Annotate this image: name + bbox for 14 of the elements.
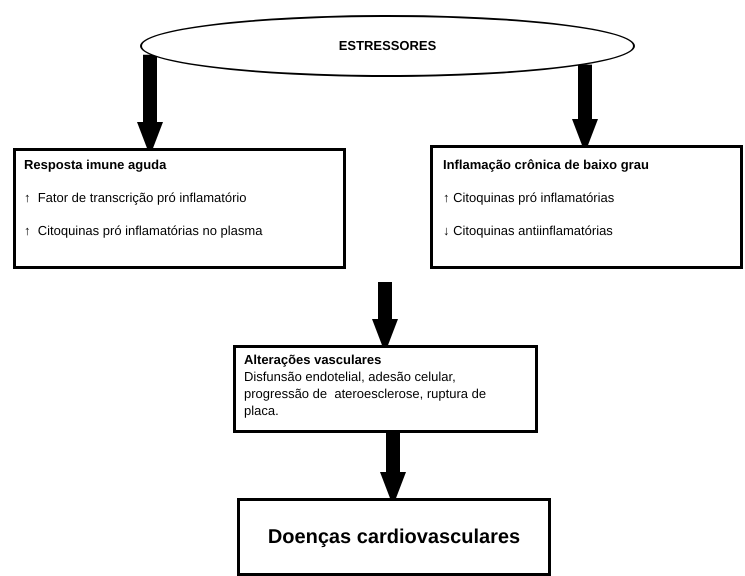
node-label: ESTRESSORES (338, 38, 436, 54)
process-box (237, 498, 551, 576)
process-box (233, 345, 538, 433)
box-heading: Resposta imune aguda (24, 157, 168, 174)
process-box (430, 145, 743, 269)
box-text: ↑ Fator de transcrição pró inflamatório (24, 190, 248, 207)
box-text: ↑ Citoquinas pró inflamatórias no plasma (24, 222, 264, 240)
box-text: ↓ Citoquinas antiinflamatórias (443, 222, 614, 240)
box-text: ↑ Citoquinas pró inflamatórias (443, 190, 616, 207)
box-heading: Inflamação crônica de baixo grau (443, 157, 650, 174)
box-heading: Alterações vasculares (244, 352, 382, 369)
process-box (13, 148, 346, 269)
node-label: Doenças cardiovasculares (268, 525, 520, 550)
box-text: Disfunsão endotelial, adesão celular, progressão de ateroesclerose, ruptura de placa. (244, 368, 488, 420)
